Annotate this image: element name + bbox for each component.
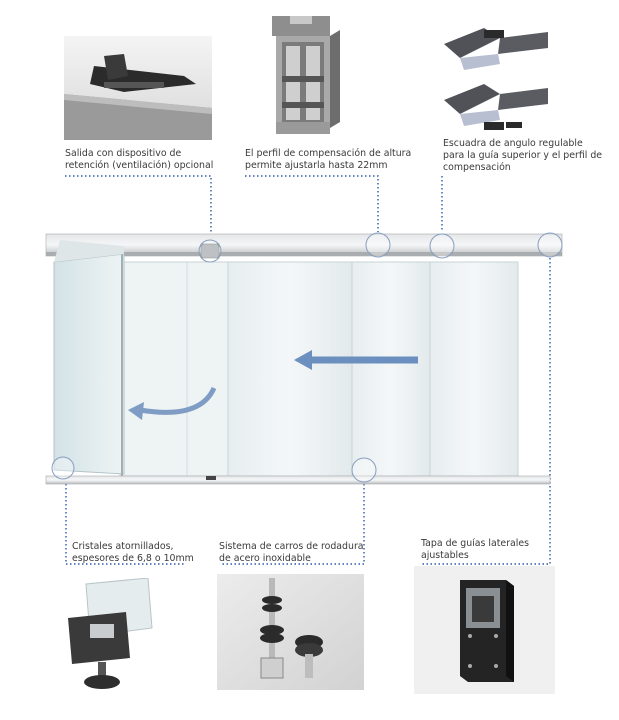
glass-panel-4 <box>429 261 519 477</box>
corner-bracket-label-line-2: para la guía superior y el perfil de <box>443 150 603 161</box>
stainless-steel-carriage-photo <box>217 574 364 690</box>
screwed-glass-label-line-1: Cristales atornillados, <box>72 541 174 552</box>
connector-lines <box>65 175 551 565</box>
marker-carriage <box>351 457 377 483</box>
connector-retention <box>65 175 212 240</box>
folding-arrow-head <box>128 402 144 420</box>
glass-panel-3 <box>351 261 431 477</box>
retention-device-handle <box>200 243 220 259</box>
retention-device-label-line-1: Salida con dispositivo de <box>65 148 182 159</box>
corner-bracket-label: Escuadra de angulo regulable para la guí… <box>443 138 602 174</box>
side-guide-cap-label-line-2: ajustables <box>421 550 469 561</box>
compensation-profile-photo <box>268 16 342 134</box>
connector-compensation <box>245 175 379 232</box>
marker-side-cap <box>537 232 563 258</box>
glass-panel-2 <box>227 261 353 477</box>
retention-device-label-line-2: retención (ventilación) opcional <box>65 160 214 171</box>
marker-retention <box>198 239 222 263</box>
folding-glass-panel <box>53 253 125 475</box>
marker-bracket <box>429 233 455 259</box>
side-guide-cap-label-line-1: Tapa de guías laterales <box>421 538 530 549</box>
detail-markers <box>51 232 563 483</box>
glass-panel-1 <box>119 261 229 477</box>
corner-bracket-label-line-1: Escuadra de angulo regulable <box>443 138 583 149</box>
bottom-rail <box>45 475 551 485</box>
folding-glass-top <box>54 240 124 262</box>
connector-carriage <box>220 484 365 565</box>
side-guide-cap-label: Tapa de guías laterales ajustables <box>421 538 529 562</box>
carriage-label: Sistema de carros de rodadura de acero i… <box>219 541 364 565</box>
compensation-profile-label: El perfil de compensación de altura perm… <box>245 148 411 172</box>
connector-side-cap <box>420 258 551 565</box>
top-rail-shadow <box>46 252 562 256</box>
screwed-glass-photo <box>60 578 158 694</box>
folding-arrow <box>139 386 217 415</box>
connector-glass <box>65 480 185 565</box>
marker-glass <box>51 456 75 480</box>
retention-device-label: Salida con dispositivo de retención (ven… <box>65 148 213 172</box>
screwed-glass-label: Cristales atornillados, espesores de 6,8… <box>72 541 194 565</box>
adjustable-corner-bracket-photo <box>440 14 552 136</box>
side-guide-cap-photo <box>414 566 555 694</box>
marker-compensation <box>365 232 391 258</box>
compensation-profile-label-line-2: permite ajustarla hasta 22mm <box>245 160 388 171</box>
carriage-label-line-2: de acero inoxidable <box>219 553 311 564</box>
compensation-profile-label-line-1: El perfil de compensación de altura <box>245 148 412 159</box>
corner-bracket-label-line-3: compensación <box>443 162 511 173</box>
carriage-label-line-1: Sistema de carros de rodadura <box>219 541 364 552</box>
screwed-glass-label-line-2: espesores de 6,8 o 10mm <box>72 553 194 564</box>
bottom-latch <box>206 476 216 480</box>
sliding-arrow-head <box>294 350 312 370</box>
retention-device-photo <box>64 36 212 140</box>
